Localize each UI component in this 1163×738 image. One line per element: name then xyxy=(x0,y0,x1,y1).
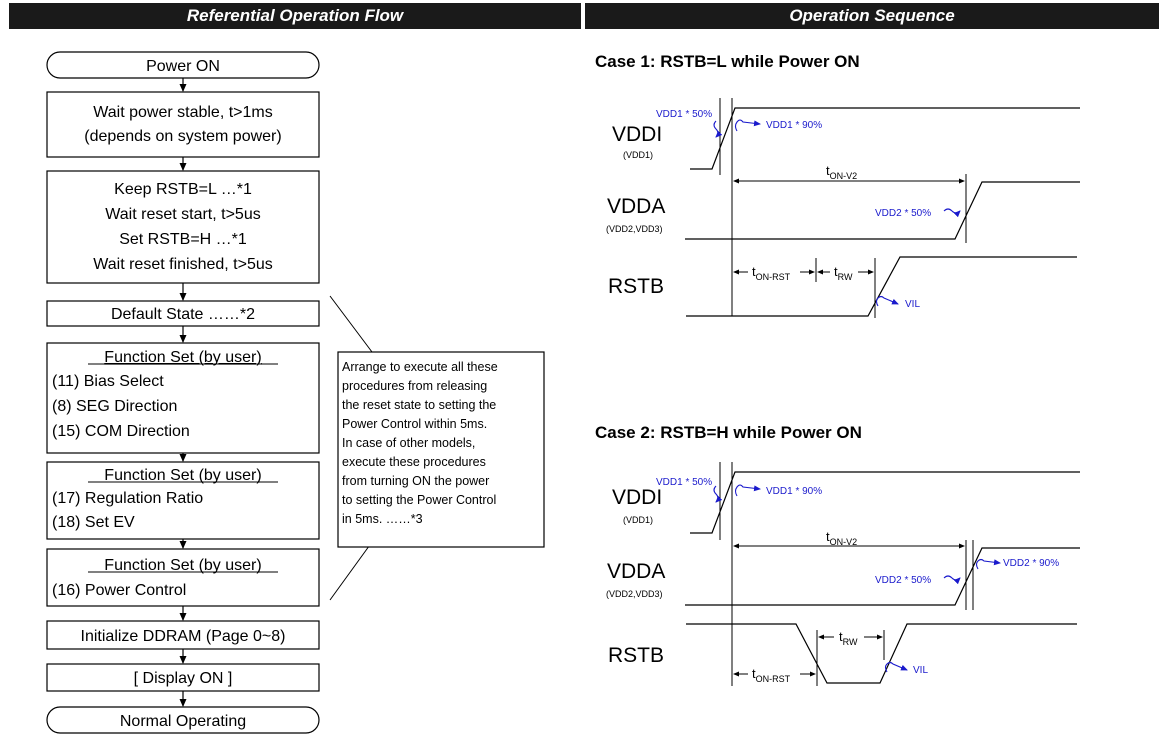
case1-labels: VDDI (VDD1) VDDA (VDD2,VDD3) RSTB xyxy=(606,123,665,298)
flow-fs1-item2: (8) SEG Direction xyxy=(52,398,177,415)
flow-wait-stable xyxy=(46,91,320,158)
flow-normal-operating xyxy=(46,706,320,734)
case1-vdda-label: VDDA xyxy=(607,195,665,218)
flow-init-ddram xyxy=(46,620,320,650)
case1-rstb-label: RSTB xyxy=(608,275,664,298)
case2-vddi-sub: (VDD1) xyxy=(623,515,653,525)
case2-vdd1-90-text: VDD1 * 90% xyxy=(766,486,822,497)
case1-vddi-label: VDDI xyxy=(612,123,662,146)
case2-vdd2-90-text: VDD2 * 90% xyxy=(1003,558,1059,569)
case2-t-on-rst-label: tON-RST xyxy=(752,666,791,684)
flow-fs2-item1: (17) Regulation Ratio xyxy=(52,490,203,507)
flow-function-set-2 xyxy=(46,461,320,540)
note-line-8: to setting the Power Control xyxy=(342,493,496,507)
note-line-4: Power Control within 5ms. xyxy=(342,417,487,431)
case1-vdd2-50-text: VDD2 * 50% xyxy=(875,208,931,219)
flow-reset-line2: Wait reset start, t>5us xyxy=(105,206,260,223)
flow-display-on-text: [ Display ON ] xyxy=(134,670,233,687)
flow-wait-stable-line2: (depends on system power) xyxy=(84,128,281,145)
flow-fs1-item3: (15) COM Direction xyxy=(52,423,190,440)
flow-reset-line1: Keep RSTB=L …*1 xyxy=(114,181,252,198)
note-line-1: Arrange to execute all these xyxy=(342,360,498,374)
case2-rstb-waveform xyxy=(686,623,1077,684)
case2-t-rw-label: tRW xyxy=(839,629,858,647)
note-line-5: In case of other models, xyxy=(342,436,475,450)
case2-vddi-label: VDDI xyxy=(612,486,662,509)
case1-vddi-waveform xyxy=(690,107,1080,170)
flow-fs3-title: Function Set (by user) xyxy=(104,557,261,574)
flow-fs2-title: Function Set (by user) xyxy=(104,467,261,484)
case1-vdda-sub: (VDD2,VDD3) xyxy=(606,224,663,234)
case2-vddi-waveform xyxy=(690,471,1080,534)
note-box xyxy=(337,351,545,548)
flow-wait-stable-line1: Wait power stable, t>1ms xyxy=(93,104,272,121)
case1-title: Case 1: RSTB=L while Power ON xyxy=(595,52,860,71)
flow-display-on xyxy=(46,663,320,692)
case2-vil-arrow xyxy=(884,661,908,673)
flow-power-on-text: Power ON xyxy=(146,58,220,75)
flow-fs3-item1: (16) Power Control xyxy=(52,582,186,599)
case2-rstb-label: RSTB xyxy=(608,644,664,667)
case2-vdda-waveform xyxy=(685,547,1080,606)
case2-vdd2-50-arrow xyxy=(943,575,961,585)
case1-vdda-waveform xyxy=(685,181,1080,240)
case1-vdd2-50-arrow xyxy=(943,208,961,218)
note-line-3: the reset state to setting the xyxy=(342,398,496,412)
case2-vdd1-50-arrow xyxy=(713,485,723,503)
flow-fs2-item2: (18) Set EV xyxy=(52,514,135,531)
case2-vdd2-50-text: VDD2 * 50% xyxy=(875,575,931,586)
note-line-7: from turning ON the power xyxy=(342,474,489,488)
note-line-2: procedures from releasing xyxy=(342,379,487,393)
case1-vil-arrow xyxy=(875,295,899,307)
flow-fs1-title: Function Set (by user) xyxy=(104,349,261,366)
case1-vdd1-90-arrow xyxy=(734,119,761,132)
note-line-9: in 5ms. ……*3 xyxy=(342,512,423,526)
flow-power-on xyxy=(46,51,320,79)
case2-vdd1-50-text: VDD1 * 50% xyxy=(656,477,712,488)
case2-labels: VDDI (VDD1) VDDA (VDD2,VDD3) RSTB xyxy=(606,486,665,667)
case2-t-on-v2-label: tON-V2 xyxy=(826,529,857,547)
case2-vdda-sub: (VDD2,VDD3) xyxy=(606,589,663,599)
case2-vdd2-90-arrow xyxy=(975,558,1001,570)
case2-vil-text: VIL xyxy=(913,665,928,676)
case1-vdd1-50-text: VDD1 * 50% xyxy=(656,109,712,120)
flow-function-set-1 xyxy=(46,342,320,454)
flow-default-state xyxy=(46,300,320,327)
case1-vil-text: VIL xyxy=(905,299,920,310)
flow-reset-block xyxy=(46,170,320,284)
right-header: Operation Sequence xyxy=(585,3,1159,29)
case2-vdda-label: VDDA xyxy=(607,560,665,583)
case1-vdd1-90-text: VDD1 * 90% xyxy=(766,120,822,131)
flow-normal-operating-text: Normal Operating xyxy=(120,713,246,730)
flow-function-set-3 xyxy=(46,548,320,607)
left-header: Referential Operation Flow xyxy=(9,3,581,29)
case1-t-rw-label: tRW xyxy=(834,264,853,282)
flow-fs1-item1: (11) Bias Select xyxy=(52,373,164,390)
flow-init-ddram-text: Initialize DDRAM (Page 0~8) xyxy=(81,628,286,645)
case2-vdd1-90-arrow xyxy=(734,484,761,497)
case2-title: Case 2: RSTB=H while Power ON xyxy=(595,423,862,442)
flow-reset-line4: Wait reset finished, t>5us xyxy=(93,256,273,273)
case1-t-on-v2-label: tON-V2 xyxy=(826,163,857,181)
case1-t-on-rst-label: tON-RST xyxy=(752,264,791,282)
flow-reset-line3: Set RSTB=H …*1 xyxy=(119,231,247,248)
case1-vdd1-50-arrow xyxy=(713,120,723,138)
case1-rstb-waveform xyxy=(686,256,1077,317)
flow-default-state-text: Default State ……*2 xyxy=(111,306,255,323)
note-line-6: execute these procedures xyxy=(342,455,486,469)
case1-vddi-sub: (VDD1) xyxy=(623,150,653,160)
